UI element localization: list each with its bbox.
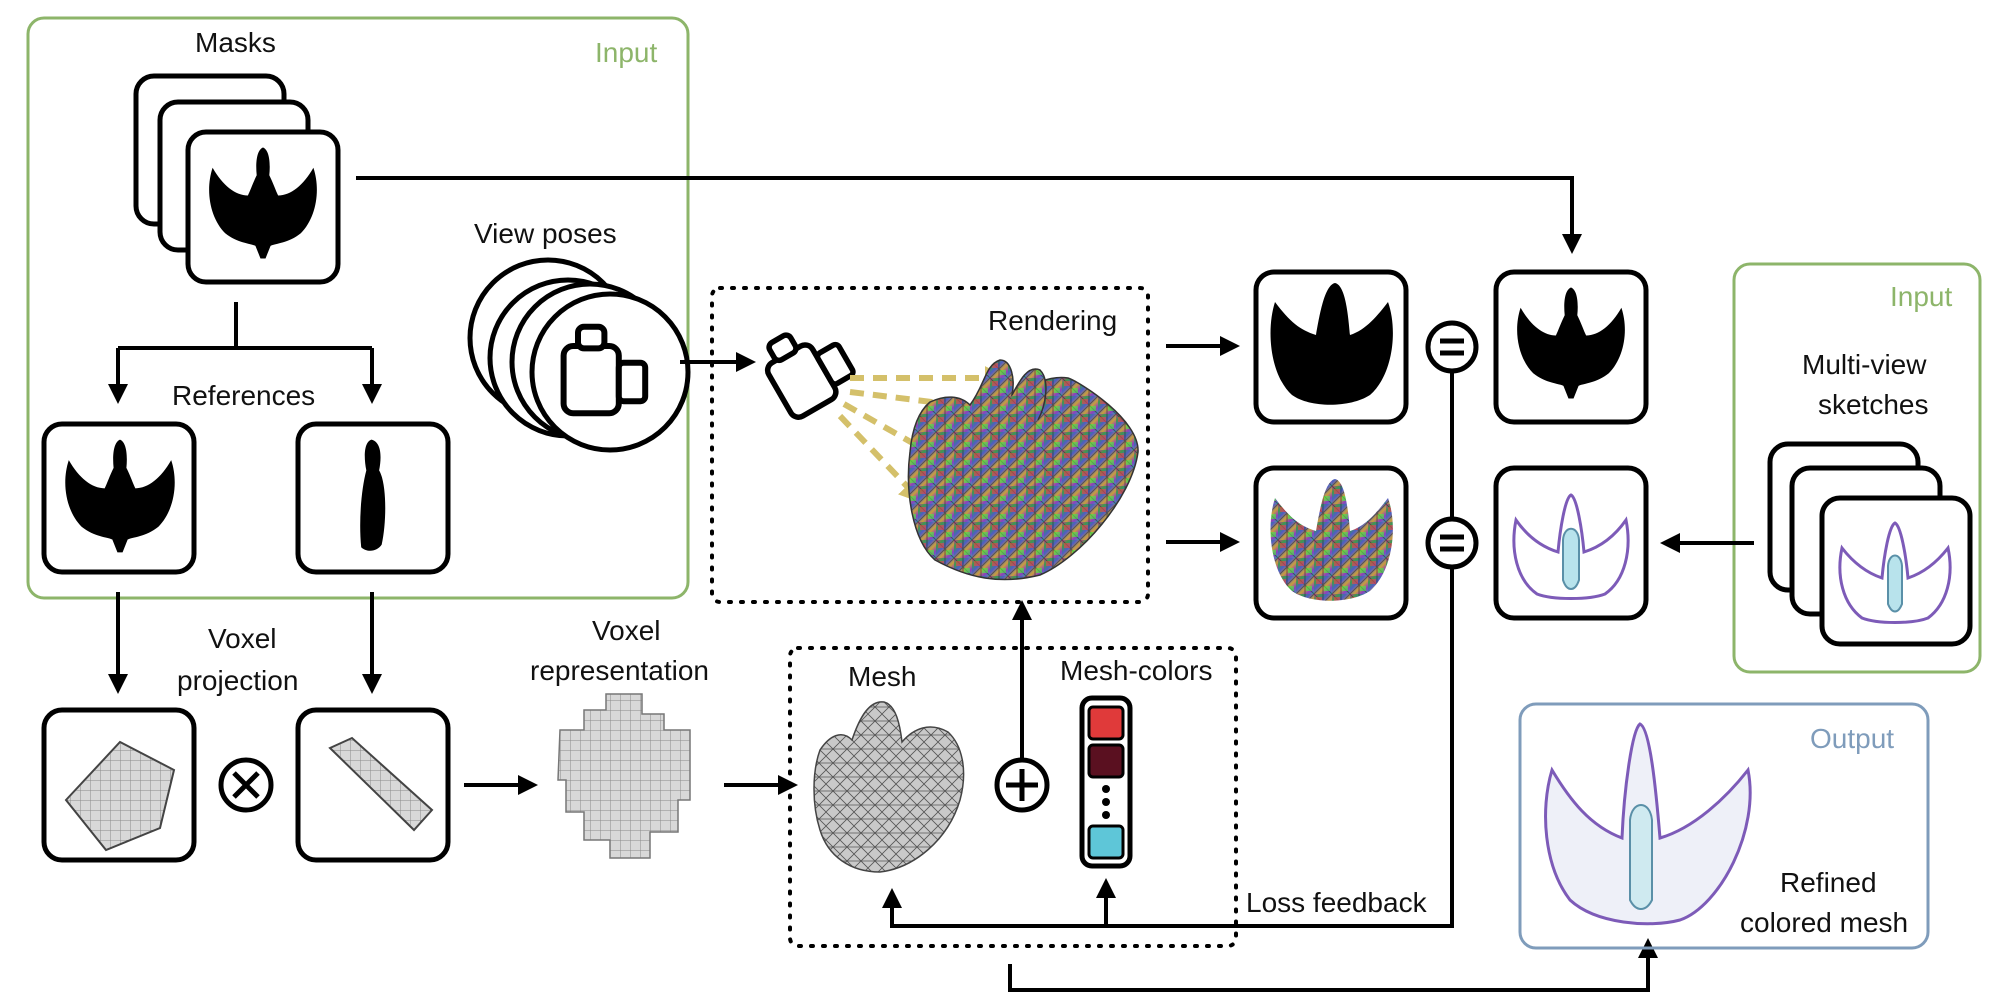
loss-feedback-line	[882, 568, 1454, 928]
equals-icon	[1425, 516, 1479, 570]
loss-feedback-label: Loss feedback	[1246, 887, 1428, 918]
input-label-left: Input	[595, 37, 657, 68]
voxel-projection-side	[295, 707, 451, 863]
masks-label: Masks	[195, 27, 276, 58]
rendered-textured-mesh	[907, 359, 1139, 581]
color-swatch-cyan	[1087, 824, 1125, 860]
color-swatch-red	[1087, 705, 1125, 741]
multiview-label-1: Multi-view	[1802, 349, 1927, 380]
rendered-color	[1253, 465, 1409, 621]
voxel-projection-top	[41, 707, 197, 863]
input-frame-right	[1732, 262, 1982, 674]
mesh-label: Mesh	[848, 661, 916, 692]
masks-to-references-split	[118, 302, 372, 350]
rendered-silhouette	[1253, 269, 1409, 425]
refined-label-2: colored mesh	[1740, 907, 1908, 938]
output-frame	[1518, 702, 1930, 950]
voxel-repr-label-1: Voxel	[592, 615, 661, 646]
reference-side	[295, 421, 451, 575]
target-sketch	[1493, 465, 1649, 621]
output-label: Output	[1810, 723, 1894, 754]
voxel-repr-label-2: representation	[530, 655, 709, 686]
masks-to-compare-arrow	[356, 176, 1582, 254]
refined-colored-mesh	[1544, 722, 1752, 926]
refined-label-1: Refined	[1780, 867, 1877, 898]
mesh-colors-strip	[1079, 695, 1133, 869]
color-swatch-dark	[1087, 743, 1125, 779]
masks-stack	[133, 73, 341, 285]
view-poses-label: View poses	[474, 218, 617, 249]
voxel-representation	[557, 693, 691, 859]
multiview-sketches-stack	[1767, 441, 1973, 647]
voxel-projection-label-1: Voxel	[208, 623, 277, 654]
voxel-icon	[328, 736, 434, 832]
voxel-icon	[64, 740, 176, 852]
input-frame-left	[26, 16, 690, 600]
voxel-projection-label-2: projection	[177, 665, 298, 696]
target-mask	[1493, 269, 1649, 425]
equals-icon	[1425, 320, 1479, 374]
input-label-right: Input	[1890, 281, 1952, 312]
reference-top	[41, 421, 197, 575]
mesh-box	[788, 646, 1238, 948]
multiview-label-2: sketches	[1818, 389, 1929, 420]
references-label: References	[172, 380, 315, 411]
mesh-to-output-arrow	[1008, 938, 1658, 992]
plus-icon	[994, 757, 1050, 813]
mesh-icon	[813, 701, 965, 873]
mesh-colors-label: Mesh-colors	[1060, 655, 1212, 686]
rendering-label: Rendering	[988, 305, 1117, 336]
times-icon	[218, 757, 274, 813]
view-poses-stack	[467, 257, 691, 453]
